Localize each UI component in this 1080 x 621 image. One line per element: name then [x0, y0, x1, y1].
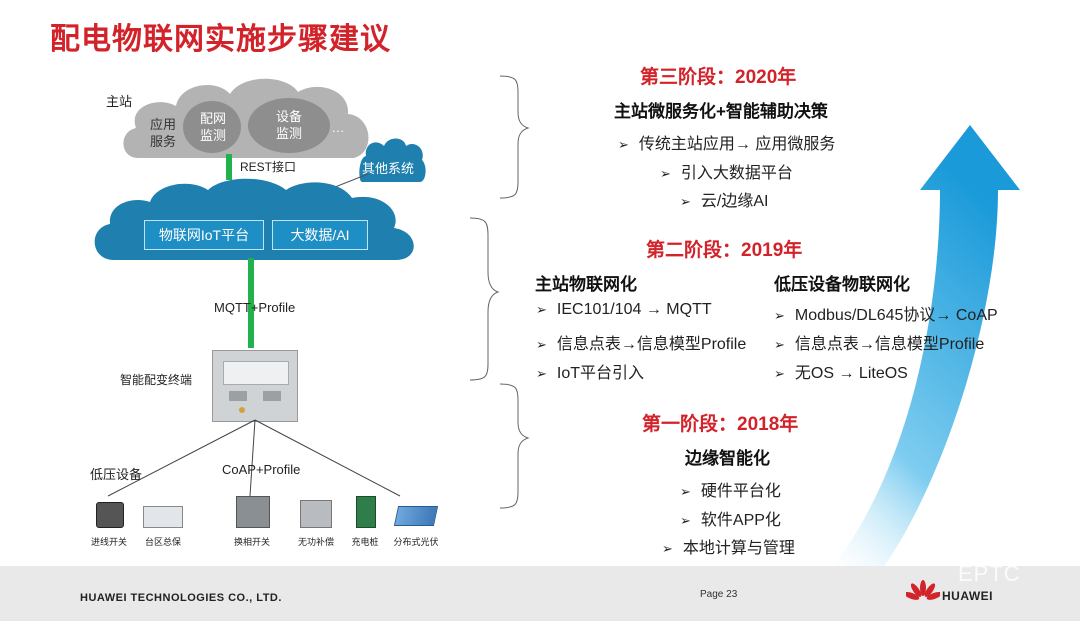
- bullet-arrow-icon: ➢: [774, 308, 785, 323]
- device-label: 台区总保: [144, 537, 181, 547]
- dist-monitor-circle: [183, 101, 241, 153]
- bullet-arrow-icon: ➢: [536, 302, 547, 317]
- coap-profile-label: CoAP+Profile: [222, 462, 301, 477]
- stage2-title: 第二阶段：2019年: [646, 240, 803, 261]
- bigdata-ai-box: 大数据/AI: [272, 220, 368, 250]
- bullet-arrow-icon: ➢: [680, 513, 691, 528]
- stage1-bullet: ➢软件APP化: [680, 512, 781, 529]
- device-pv: [393, 506, 439, 526]
- stage-braces: [470, 75, 530, 509]
- stage1-bullet: ➢硬件平台化: [680, 483, 781, 500]
- watermark-eptc: EPTC: [958, 561, 1021, 586]
- progress-arrow: [830, 125, 1020, 572]
- bullet-arrow-icon: ➢: [774, 366, 785, 381]
- dist-monitor-text: 配网 监测: [199, 111, 226, 143]
- app-service-text: 应用 服务: [149, 117, 176, 149]
- stage2-left-bullet: ➢IEC101/104 → MQTT: [536, 301, 712, 318]
- page-title: 配电物联网实施步骤建议: [50, 23, 391, 56]
- other-systems-cloud: [359, 138, 426, 182]
- stage1-subtitle: 边缘智能化: [685, 449, 770, 468]
- rest-link-line: [226, 154, 232, 180]
- huawei-logo-icon: [906, 580, 940, 600]
- stage2-left-bullet: ➢信息点表→信息模型Profile: [536, 336, 747, 353]
- device-connectors: [107, 419, 401, 497]
- stage2-left-subtitle: 主站物联网化: [535, 275, 637, 294]
- device-monitor-text: 设备 监测: [275, 109, 302, 141]
- mqtt-link-line: [248, 258, 254, 348]
- huawei-brand: HUAWEI: [942, 589, 993, 603]
- stage2-right-subtitle: 低压设备物联网化: [774, 275, 910, 294]
- stage2-right-bullet: ➢Modbus/DL645协议→ CoAP: [774, 307, 998, 324]
- bullet-arrow-icon: ➢: [618, 137, 629, 152]
- device-charging-pile: [356, 496, 376, 528]
- stage3-title: 第三阶段：2020年: [640, 67, 797, 88]
- device-label: 分布式光伏: [393, 537, 439, 547]
- low-voltage-label: 低压设备: [90, 467, 143, 482]
- bullet-arrow-icon: ➢: [680, 484, 691, 499]
- stage2-right-bullet: ➢信息点表→信息模型Profile: [774, 336, 985, 353]
- device-label: 充电桩: [351, 537, 379, 547]
- bullet-arrow-icon: ➢: [680, 194, 691, 209]
- bullet-arrow-icon: ➢: [536, 337, 547, 352]
- iot-platform-box: 物联网IoT平台: [144, 220, 264, 250]
- device-label: 无功补偿: [297, 537, 334, 547]
- smart-terminal-device: [212, 350, 298, 422]
- stage3-bullet: ➢云/边缘AI: [680, 193, 769, 210]
- stage2-right-bullet: ➢无OS → LiteOS: [774, 365, 908, 382]
- stage1-bullet: ➢本地计算与管理: [662, 540, 795, 557]
- device-reactive-comp: [300, 500, 332, 528]
- device-label: 换相开关: [233, 537, 270, 547]
- stage2-left-bullet: ➢IoT平台引入: [536, 365, 645, 382]
- stage3-subtitle: 主站微服务化+智能辅助决策: [614, 102, 828, 121]
- mqtt-profile-label: MQTT+Profile: [214, 300, 296, 315]
- bullet-arrow-icon: ➢: [662, 541, 673, 556]
- footer-bar: [0, 566, 1080, 621]
- device-monitor-circle: [248, 98, 330, 153]
- device-label: 进线开关: [90, 537, 127, 547]
- device-phase-switch: [236, 496, 270, 528]
- rest-interface-label: REST接口: [240, 160, 297, 174]
- stage1-title: 第一阶段：2018年: [642, 414, 799, 435]
- footer-page-number: Page 23: [700, 589, 738, 600]
- bullet-arrow-icon: ➢: [774, 337, 785, 352]
- other-systems-label: 其他系统: [362, 161, 415, 176]
- bullet-arrow-icon: ➢: [660, 166, 671, 181]
- more-ellipsis: ···: [331, 123, 345, 138]
- footer-company: HUAWEI TECHNOLOGIES CO., LTD.: [80, 592, 282, 604]
- device-district-protector: [143, 506, 183, 528]
- stage3-bullet: ➢引入大数据平台: [660, 165, 793, 182]
- bullet-arrow-icon: ➢: [536, 366, 547, 381]
- smart-terminal-label: 智能配变终端: [120, 373, 193, 387]
- device-incoming-switch: [96, 502, 124, 528]
- stage3-bullet: ➢传统主站应用→ 应用微服务: [618, 136, 836, 153]
- master-station-label: 主站: [106, 94, 133, 109]
